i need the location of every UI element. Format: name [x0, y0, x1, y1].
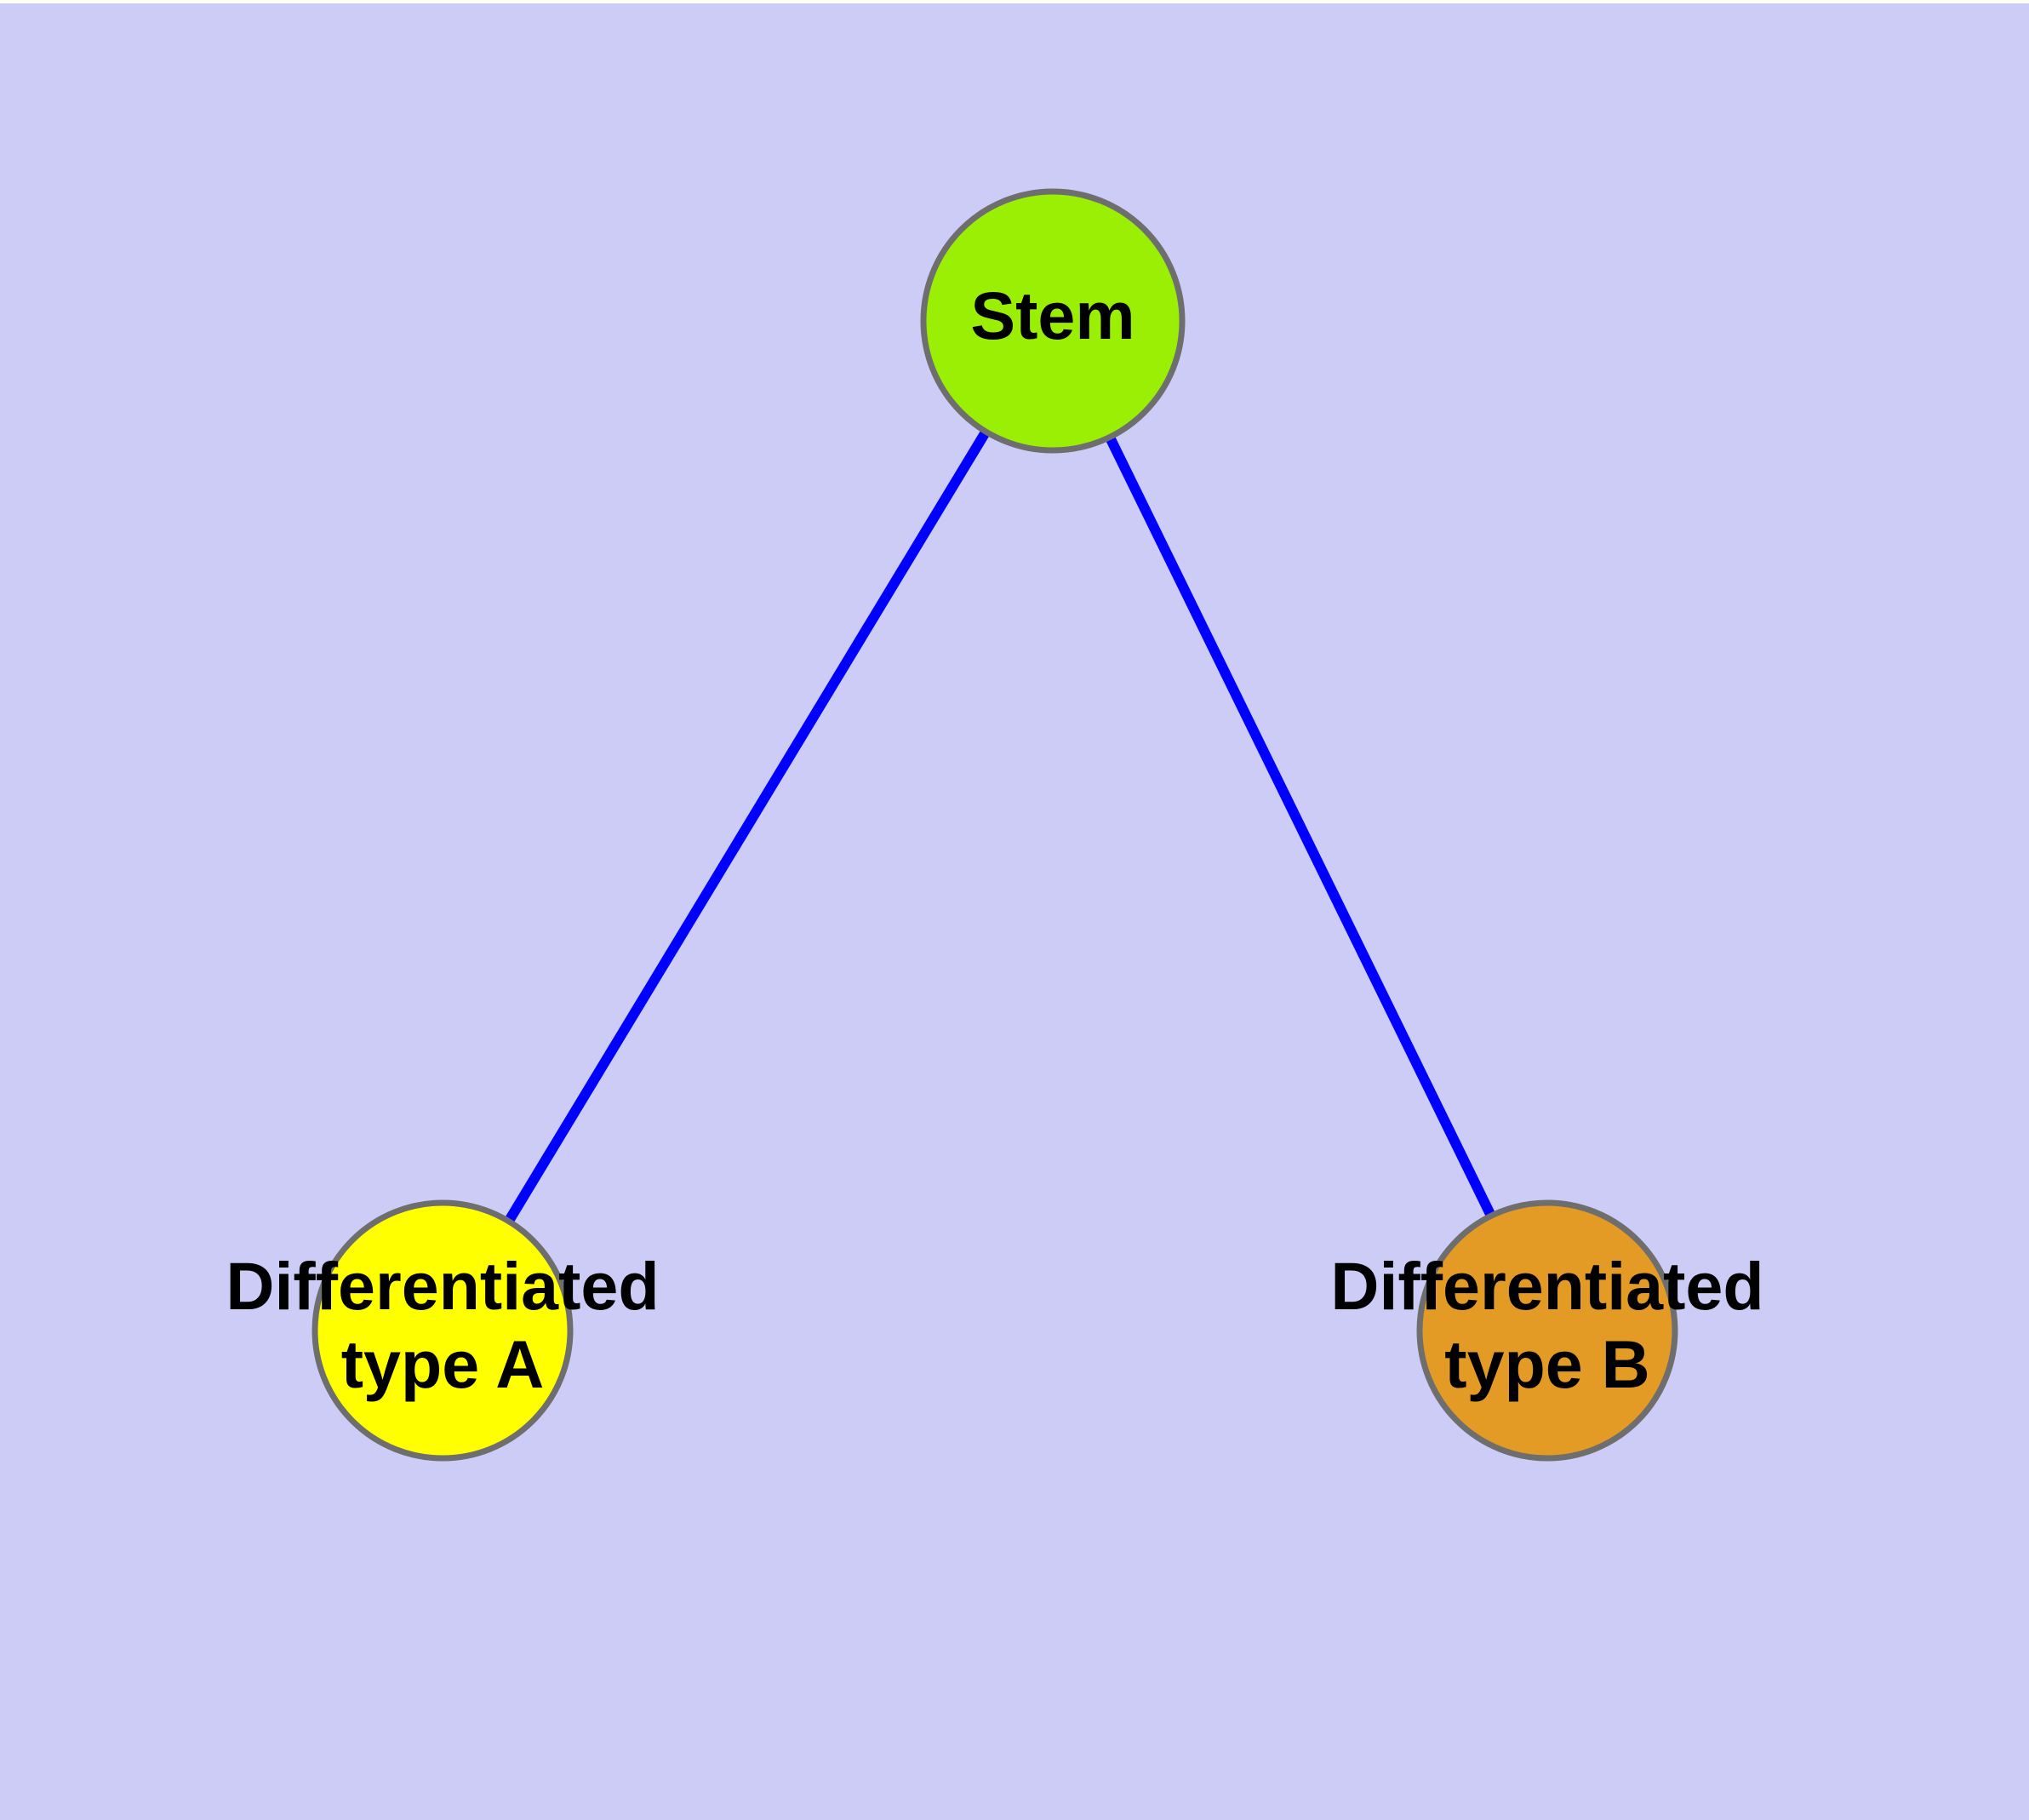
node-differentiated-type-b[interactable]	[1416, 1199, 1678, 1462]
node-layer	[311, 188, 1678, 1462]
node-label-line: Differentiated	[226, 1248, 659, 1324]
node-label-line: Stem	[970, 278, 1135, 353]
edge-stem-to-differentiated-type-a[interactable]	[503, 427, 992, 1226]
node-label-stem: Stem	[970, 278, 1135, 353]
edge-stem-to-differentiated-type-b[interactable]	[1104, 433, 1497, 1220]
node-stem[interactable]	[920, 188, 1186, 454]
node-differentiated-type-a[interactable]	[311, 1199, 574, 1462]
edge-layer	[503, 427, 1497, 1226]
node-label-line: type A	[341, 1326, 545, 1402]
node-label-line: Differentiated	[1330, 1248, 1763, 1324]
node-label-line: type B	[1444, 1326, 1649, 1402]
